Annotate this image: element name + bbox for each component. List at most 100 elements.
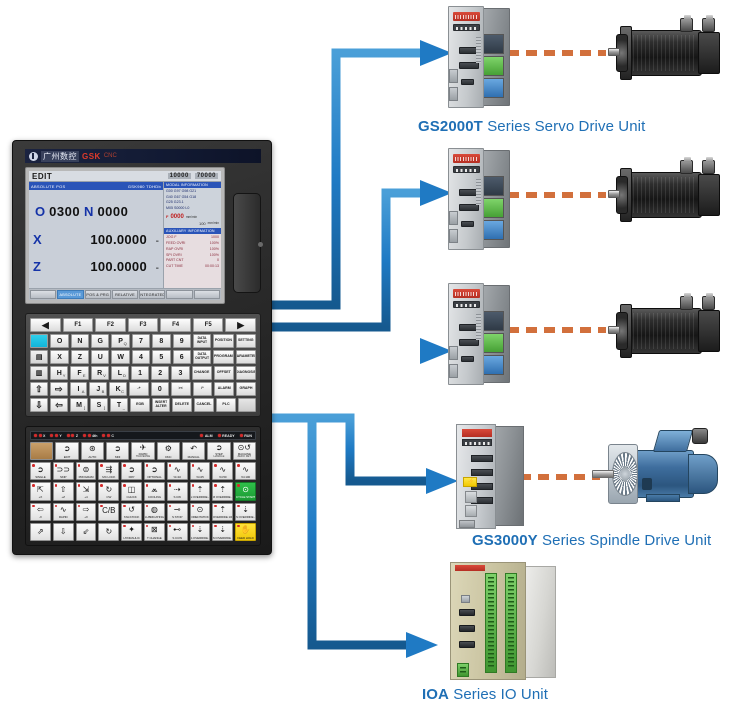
key-m[interactable]: M[ <box>70 398 88 412</box>
key-eob[interactable]: EOB <box>130 398 150 412</box>
key-data-input[interactable]: DATA INPUT <box>192 334 212 348</box>
mcp-button-jog-4-plus[interactable]: ⇲+4 <box>75 482 97 501</box>
key-diagnosis[interactable]: DIAGNOSIS <box>235 366 257 380</box>
machine-control-panel[interactable]: X Y Z 4th C ALM READY RUN ➲EDIT ⊛AUTO ➲M… <box>25 426 261 546</box>
mcp-button-mdi[interactable]: ➲MDI <box>105 442 130 461</box>
key-graph[interactable]: GRAPH <box>236 382 256 396</box>
key-o[interactable]: O <box>50 334 69 348</box>
emergency-stop-knob[interactable] <box>233 193 263 293</box>
softkey-6[interactable] <box>193 290 220 299</box>
mcp-button-dry-run[interactable]: ➲DRY <box>121 462 142 481</box>
key-0[interactable]: 0 <box>150 382 169 396</box>
softkey-absolute[interactable]: ABSOLUTE <box>57 290 84 299</box>
mcp-button-rapid[interactable]: ∿RAPID <box>52 502 74 521</box>
key-f5[interactable]: F5 <box>192 318 224 332</box>
key-parameter[interactable]: PARAMETER <box>235 350 256 364</box>
key-n[interactable]: N <box>70 334 90 348</box>
key-setting[interactable]: SETTING <box>235 334 256 348</box>
key-5[interactable]: 5 <box>152 350 171 364</box>
key-f4[interactable]: F4 <box>160 318 191 332</box>
key-t[interactable]: T_ <box>110 398 128 412</box>
key-f1[interactable]: F1 <box>62 318 94 332</box>
mcp-button-machine-lock[interactable]: ⇶MC LOCK <box>98 462 120 481</box>
key-program[interactable]: PROGRAM <box>213 350 234 364</box>
key-gt-lt[interactable]: >< <box>170 382 191 396</box>
key-1[interactable]: 1 <box>130 366 150 380</box>
mcp-button-orientation[interactable]: ⊙ORIENTATION <box>189 502 211 521</box>
key-alarm[interactable]: ALARM <box>214 382 235 396</box>
key-delete[interactable]: DELETE <box>172 398 192 412</box>
mcp-button-feed-hold[interactable]: ✋FEED HOLD <box>235 522 256 542</box>
mcp-button-m-override-minus[interactable]: ⇣M OVERRIDE - <box>212 522 234 542</box>
mcp-button-m-override-plus[interactable]: ⇡M OVERRIDE + <box>212 482 234 501</box>
mcp-button-spindle-cw[interactable]: ↻CW <box>98 482 120 501</box>
key-right-arrow[interactable]: ▶ <box>225 318 257 332</box>
mcp-button-hydraulic[interactable]: ✦HYDRAULIC <box>121 522 142 542</box>
key-offset[interactable]: OFFSET <box>213 366 234 380</box>
key-insert-alter[interactable]: INSERT ALTER <box>152 398 170 412</box>
mcp-button-jog-down[interactable]: ⇩ <box>52 522 74 542</box>
key-shift[interactable] <box>30 334 49 348</box>
key-page-up-icon[interactable]: ▤ <box>30 350 49 364</box>
mcp-button-t-change[interactable]: ⊠T CHANGE <box>143 522 165 542</box>
mcp-button-manual[interactable]: ↶MANUAL <box>181 442 206 461</box>
mcp-button-rate-10[interactable]: ∿%×10 <box>166 462 188 481</box>
key-cancel[interactable]: CANCEL <box>194 398 214 412</box>
key-4[interactable]: 4 <box>131 350 151 364</box>
softkey-5[interactable] <box>166 290 193 299</box>
key-9[interactable]: 9 <box>172 334 191 348</box>
mcp-button-jog-x-plus-2[interactable]: ⇨+X <box>75 502 97 521</box>
mcp-button-s-ccw[interactable]: ⊷S CCW <box>166 522 188 542</box>
key-up-arrow[interactable]: ⇧ <box>30 382 48 396</box>
key-position[interactable]: POSITION <box>213 334 234 348</box>
mcp-button-m-override-100[interactable]: ⇡M OVERRIDE 100% <box>212 502 234 521</box>
softkey-integrated[interactable]: INTEGRATED <box>139 290 166 299</box>
softkey-relative[interactable]: RELATIVE <box>111 290 139 299</box>
key-8[interactable]: 8 <box>152 334 171 348</box>
mcp-button-auto[interactable]: ⊛AUTO <box>80 442 104 461</box>
softkey-0[interactable] <box>30 290 57 299</box>
mcp-button-single[interactable]: ➲SINGLE <box>30 462 51 481</box>
mcp-button-tailstock[interactable]: ↺TAILSTOCK <box>121 502 142 521</box>
mcp-button-rate-100[interactable]: ∿%×100 <box>235 462 256 481</box>
mcp-button-s-override-plus[interactable]: ⇡S OVERRIDE + <box>189 482 211 501</box>
mcp-button-program-lock[interactable]: ⊜PROGRAM <box>75 462 97 481</box>
mcp-button-s-cw[interactable]: ⇢S CW <box>166 482 188 501</box>
mcp-button-rate-50[interactable]: ∿%×50 <box>212 462 234 481</box>
key-change[interactable]: CHANGE <box>191 366 212 380</box>
key-z[interactable]: Z <box>70 350 90 364</box>
mcp-button-jog-diag-1[interactable]: ⇗ <box>30 522 51 542</box>
mcp-button-optional-stop[interactable]: ➲OPTIONAL <box>143 462 165 481</box>
key-down-arrow[interactable]: ⇩ <box>30 398 48 412</box>
key-x[interactable]: X <box>50 350 69 364</box>
key-page-down-icon[interactable]: ▥ <box>30 366 49 380</box>
mcp-button-edit[interactable]: ➲EDIT <box>55 442 79 461</box>
mcp-button-s-stop[interactable]: ⊸S STOP <box>166 502 188 521</box>
cnc-controller-panel[interactable]: 广州数控 GSK CNC EDIT 10000 70000 ABSOLUTE P… <box>12 140 272 555</box>
key-plc[interactable]: PLC <box>216 398 236 412</box>
key-left-arrow[interactable]: ◀ <box>30 318 61 332</box>
screen-softkey-bar[interactable]: ABSOLUTE POS & PRG RELATIVE INTEGRATED <box>29 288 221 300</box>
mcp-button-jog-diag-2[interactable]: ⇙ <box>75 522 97 542</box>
mcp-button-keyswitch[interactable] <box>30 442 54 461</box>
key-w[interactable]: W <box>111 350 130 364</box>
mcp-button-jog-z-plus[interactable]: ⇧+Z <box>52 482 74 501</box>
mcp-button-rate-25[interactable]: ∿%×25 <box>189 462 211 481</box>
mcp-button-rotate[interactable]: ↻ <box>98 522 120 542</box>
key-g[interactable]: G <box>91 334 110 348</box>
key-7[interactable]: 7 <box>131 334 151 348</box>
key-s[interactable]: S] <box>90 398 108 412</box>
key-left-shift-arrow[interactable]: ⇦ <box>50 398 68 412</box>
key-f2[interactable]: F2 <box>95 318 126 332</box>
key-minus-plus[interactable]: -+ <box>129 382 149 396</box>
key-6[interactable]: 6 <box>172 350 191 364</box>
